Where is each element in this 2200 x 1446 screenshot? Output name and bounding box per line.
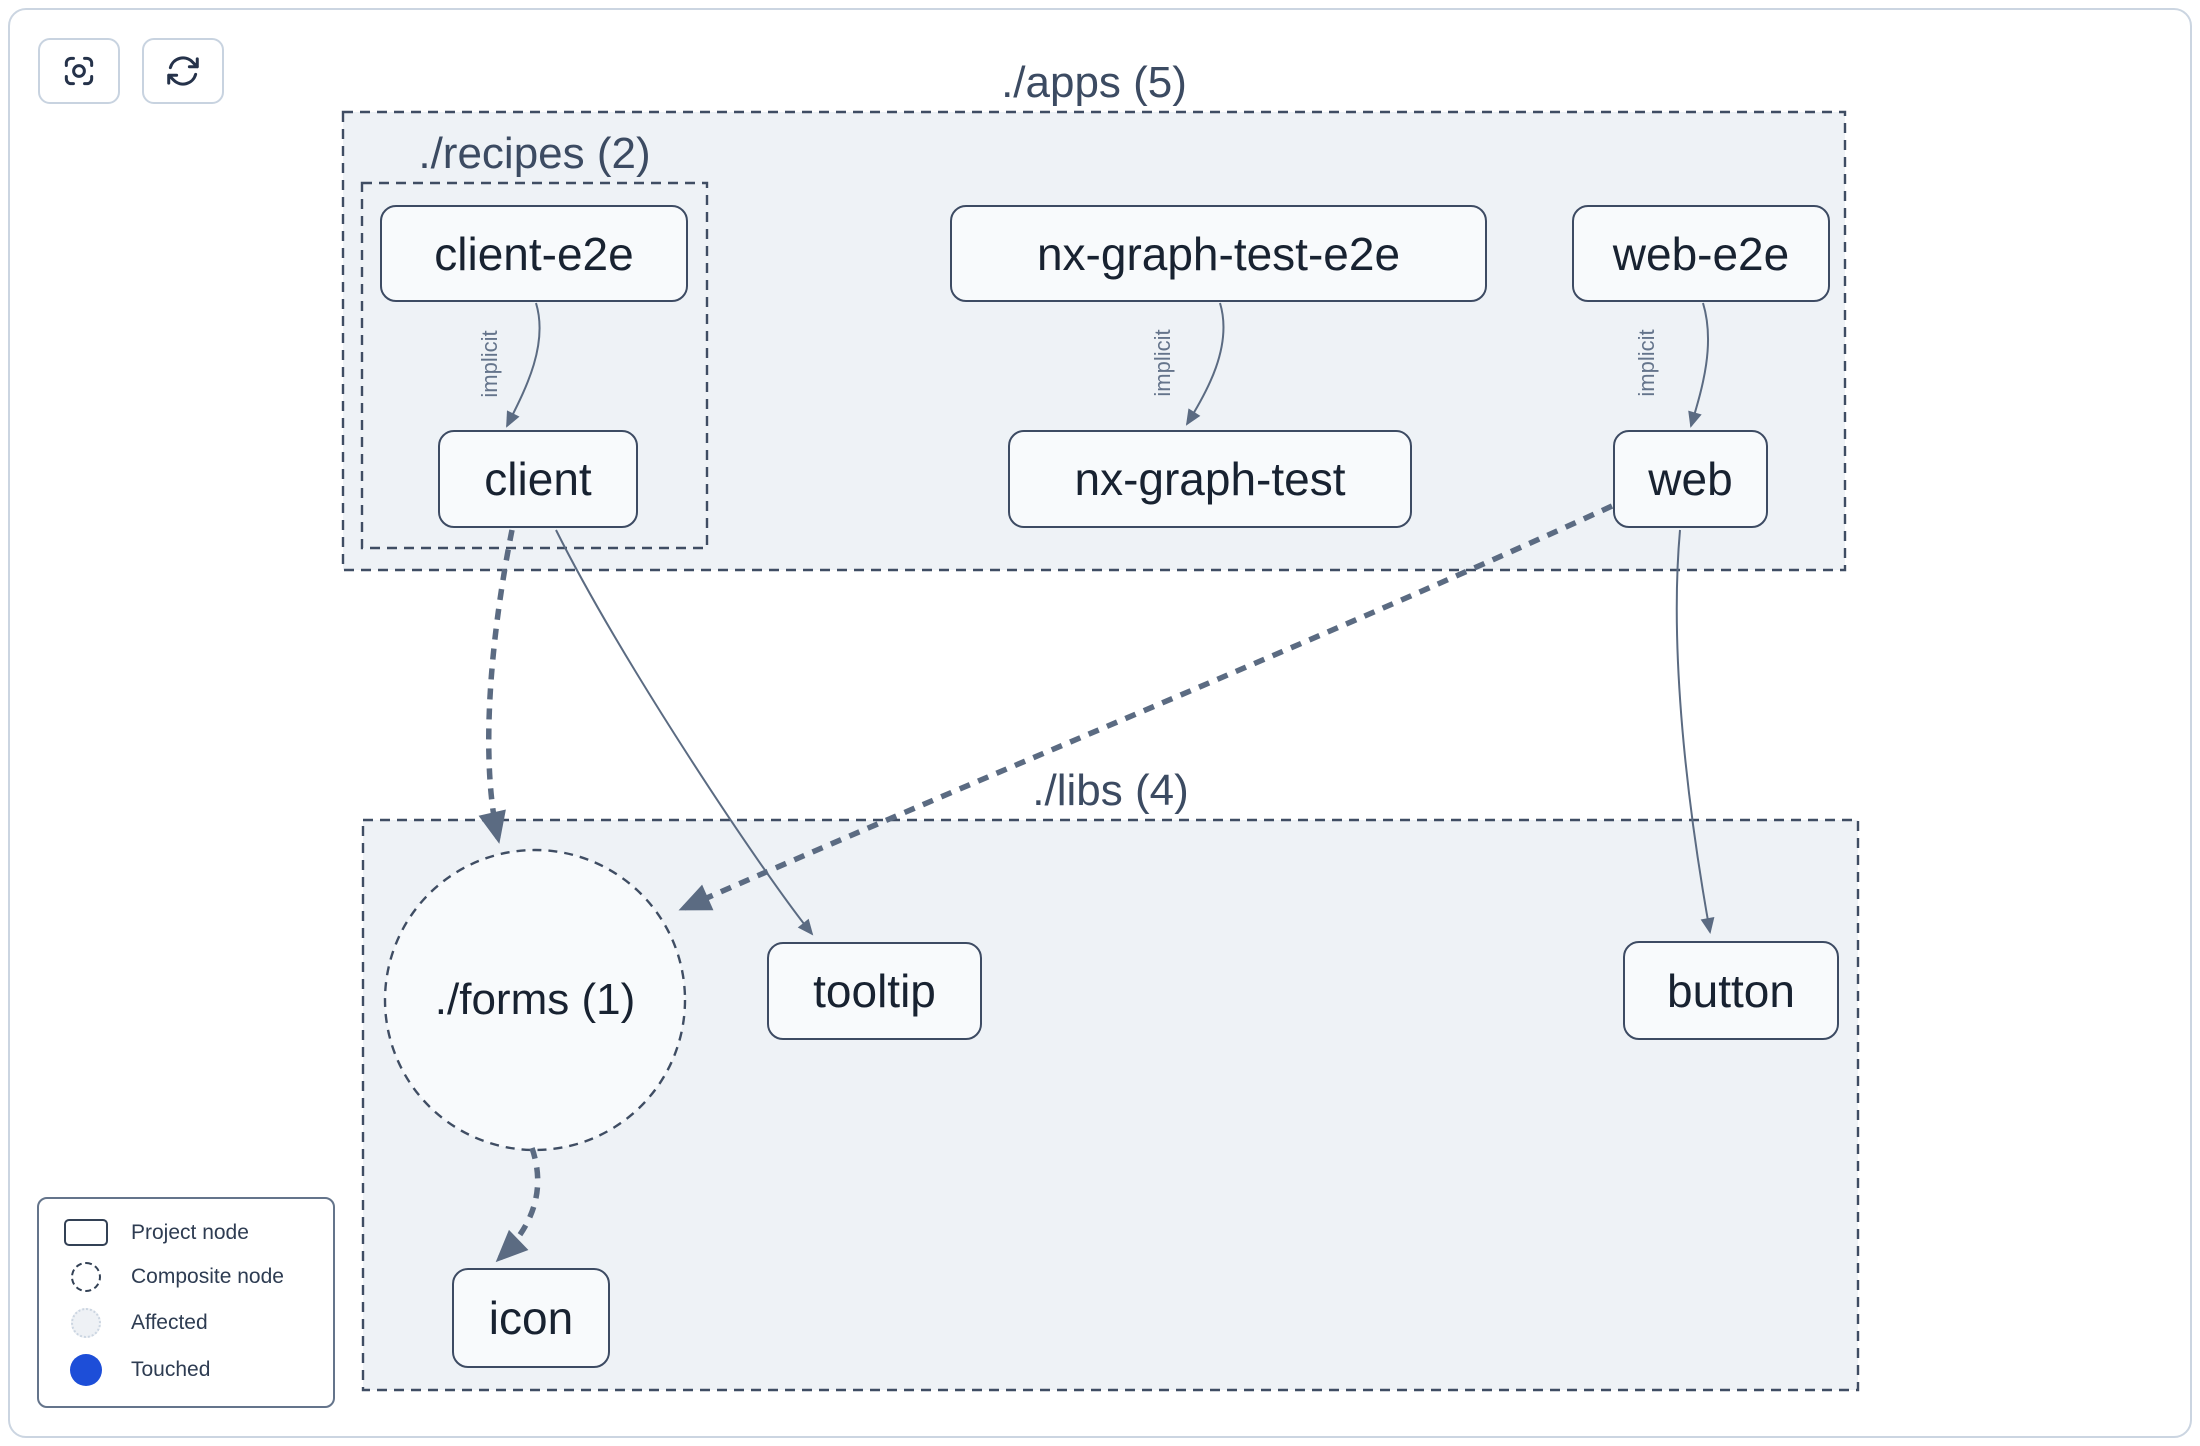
group-recipes (360, 181, 709, 550)
node-label-icon: icon (488, 1292, 574, 1344)
touched-swatch (70, 1354, 102, 1386)
node-label-web-e2e: web-e2e (1612, 227, 1790, 280)
legend-label-composite-node: Composite node (131, 1265, 284, 1288)
node-button[interactable]: button (1623, 941, 1839, 1040)
node-client[interactable]: client (438, 430, 638, 528)
group-label-recipes: ./recipes (2) (418, 129, 651, 178)
project-node-swatch (64, 1219, 108, 1246)
legend-label-affected: Affected (131, 1311, 208, 1334)
edge-web-e2e-to-web (1688, 302, 1710, 428)
edge-client-to-tooltip (555, 529, 814, 936)
node-web-e2e[interactable]: web-e2e (1572, 205, 1830, 302)
node-label-tooltip: tooltip (813, 965, 936, 1017)
edge-forms-to-icon (495, 1147, 541, 1263)
legend-label-project-node: Project node (131, 1220, 249, 1244)
node-label-button: button (1667, 964, 1795, 1017)
node-icon[interactable]: icon (452, 1268, 610, 1368)
node-label-client-e2e: client-e2e (434, 227, 634, 280)
node-label-nx-graph-test-e2e: nx-graph-test-e2e (1036, 227, 1401, 280)
node-tooltip[interactable]: tooltip (767, 942, 982, 1040)
legend-label-touched: Touched (131, 1358, 211, 1381)
toolbar (38, 38, 224, 104)
touched-swatch-wrap (61, 1354, 111, 1386)
node-client-e2e[interactable]: client-e2e (380, 205, 688, 302)
group-label-libs: ./libs (4) (1032, 766, 1189, 815)
composite-node-label-forms[interactable]: ./forms (1) (434, 975, 636, 1024)
project-node-swatch-wrap (61, 1219, 111, 1246)
node-nx-graph-test[interactable]: nx-graph-test (1008, 430, 1412, 528)
node-label-web: web (1648, 453, 1733, 505)
edge-label-nx-graph-test-e2e-to-nx-graph-test: implicit (1150, 329, 1175, 397)
legend-item-touched: Touched (61, 1354, 323, 1386)
legend: Project node Composite node Affected Tou… (37, 1197, 335, 1408)
composite-node-forms[interactable] (383, 848, 687, 1152)
edge-label-client-e2e-to-client: implicit (477, 330, 502, 398)
affected-swatch-wrap (61, 1308, 111, 1338)
edge-label-web-e2e-to-web: implicit (1634, 329, 1659, 397)
node-nx-graph-test-e2e[interactable]: nx-graph-test-e2e (950, 205, 1487, 302)
composite-node-swatch-wrap (61, 1262, 111, 1292)
edge-web-to-button (1675, 529, 1715, 934)
edge-nx-graph-test-e2e-to-nx-graph-test (1185, 302, 1225, 426)
focus-button[interactable] (38, 38, 120, 104)
refresh-icon (167, 56, 199, 86)
edge-client-e2e-to-client (506, 302, 541, 428)
legend-item-project-node: Project node (61, 1219, 323, 1246)
legend-item-affected: Affected (61, 1308, 323, 1338)
edge-web-to-forms (678, 503, 1614, 911)
focus-icon (64, 56, 94, 86)
refresh-button[interactable] (142, 38, 224, 104)
composite-node-swatch (71, 1262, 101, 1292)
affected-swatch (71, 1308, 101, 1338)
group-label-apps: ./apps (5) (1001, 58, 1187, 107)
node-label-client: client (484, 453, 592, 505)
legend-item-composite-node: Composite node (61, 1262, 323, 1292)
edge-client-to-forms (478, 529, 515, 844)
node-label-nx-graph-test: nx-graph-test (1074, 453, 1346, 505)
node-web[interactable]: web (1613, 430, 1768, 528)
